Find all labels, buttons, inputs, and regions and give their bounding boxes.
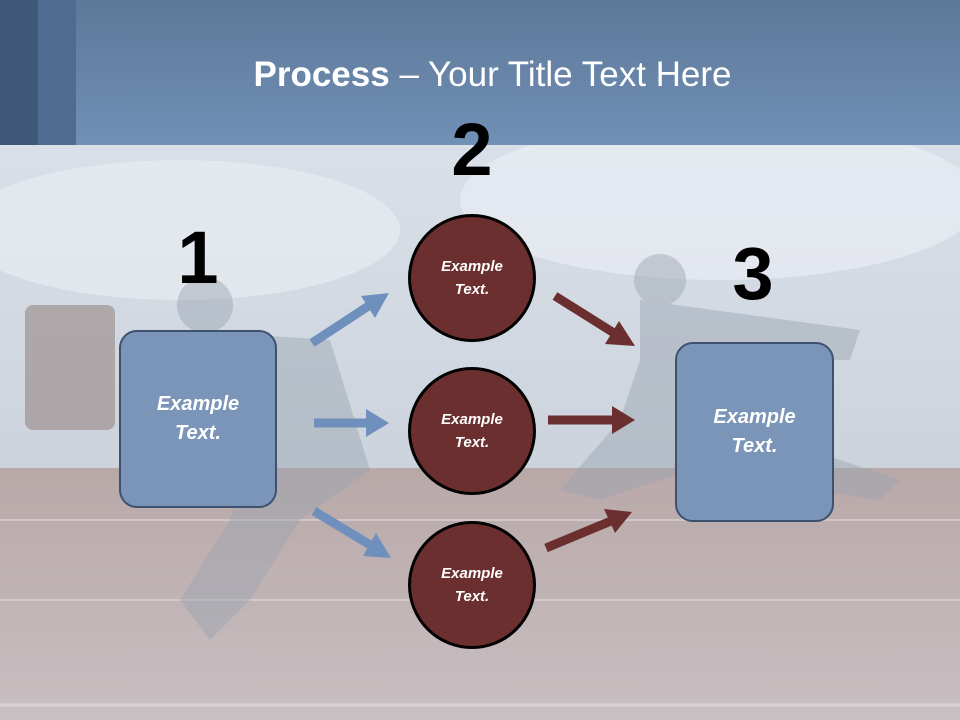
- step-number-2: 2: [451, 108, 493, 191]
- title-rest: – Your Title Text Here: [389, 55, 732, 94]
- step-number-3: 3: [732, 232, 774, 315]
- step-2-circle-top[interactable]: Example Text.: [408, 214, 536, 342]
- arrow-left-to-middle: [314, 409, 389, 437]
- step-1-label: Example Text.: [156, 393, 240, 444]
- banner-accent-dark: [0, 0, 38, 145]
- title-banner: [0, 0, 960, 145]
- step-3-box[interactable]: Example Text.: [675, 342, 834, 522]
- arrow-top-to-right: [552, 292, 635, 346]
- step-2-circle-middle[interactable]: Example Text.: [408, 367, 536, 495]
- arrow-left-to-top: [309, 293, 389, 347]
- step-1-box[interactable]: Example Text.: [119, 330, 277, 508]
- title-bold: Process: [253, 55, 390, 94]
- arrow-middle-to-right: [548, 406, 635, 434]
- step-number-1: 1: [177, 216, 219, 299]
- circle-top-label: Example Text.: [441, 258, 503, 298]
- slide-title[interactable]: Process – Your Title Text Here: [0, 52, 960, 98]
- banner-accent-mid: [38, 0, 76, 145]
- step-3-label: Example Text.: [713, 406, 796, 457]
- step-2-circle-bottom[interactable]: Example Text.: [408, 521, 536, 649]
- arrow-bottom-to-right: [544, 509, 632, 553]
- circle-middle-label: Example Text.: [441, 411, 503, 451]
- arrow-left-to-bottom: [311, 507, 391, 558]
- circle-bottom-label: Example Text.: [441, 565, 503, 605]
